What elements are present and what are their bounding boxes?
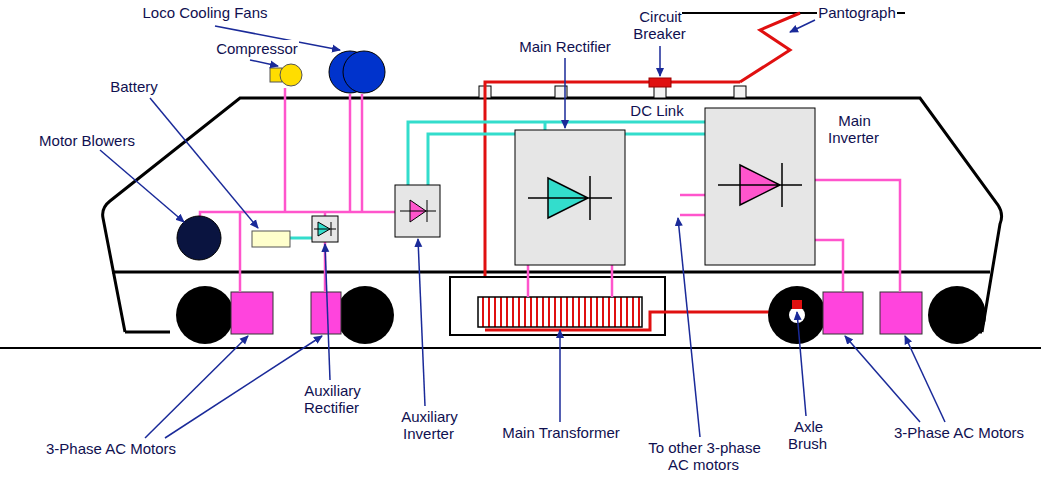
part-label-box: To other 3-phase AC motors: [640, 439, 768, 473]
cooling-fan: [343, 51, 385, 93]
part-label: To other 3-phase AC motors: [647, 439, 761, 473]
main-inverter: [705, 108, 815, 265]
part-label-box: DC Link: [625, 102, 689, 119]
wheel: [176, 286, 234, 344]
part-label-box: Main Rectifier: [510, 38, 620, 55]
wheel: [928, 286, 986, 344]
auxiliary-inverter: [395, 185, 440, 237]
wheel: [336, 286, 394, 344]
part-label-box: Motor Blowers: [32, 132, 142, 149]
part-label: Loco Cooling Fans: [141, 4, 268, 21]
part-label: Auxiliary Inverter: [400, 408, 458, 442]
return-wire: [485, 300, 797, 330]
part-label-box: Loco Cooling Fans: [135, 4, 275, 21]
compressor: [280, 64, 302, 86]
part-label-box: Pantograph: [812, 4, 902, 21]
part-label-box: 3-Phase AC Motors: [884, 424, 1034, 441]
battery: [252, 231, 290, 247]
part-label-box: Main Inverter: [820, 112, 888, 146]
traction-motor: [880, 292, 922, 334]
part-label: 3-Phase AC Motors: [45, 440, 177, 457]
part-label-box: Axle Brush: [780, 418, 836, 452]
insulator: [654, 86, 666, 98]
traction-motor: [823, 292, 863, 334]
part-label-box: Battery: [104, 78, 164, 95]
body-skirt: [125, 331, 170, 334]
circuit-breaker: [649, 78, 671, 87]
diode-symbol: [528, 176, 612, 220]
battery-wire: [290, 237, 315, 240]
axle-brush: [792, 300, 802, 309]
inverter-symbol: [718, 163, 802, 207]
part-label: Main Rectifier: [518, 38, 612, 55]
part-label-box: Compressor: [212, 40, 302, 57]
part-label: Auxiliary Rectifier: [303, 382, 361, 416]
leader-line: [100, 20, 945, 438]
inverter-symbol: [400, 200, 436, 222]
traction-motor: [311, 292, 341, 334]
diode-symbol: [314, 222, 336, 236]
part-label: Main Inverter: [828, 112, 880, 146]
part-label-box: Auxiliary Rectifier: [292, 382, 372, 416]
frame: [112, 271, 990, 274]
part-label: Axle Brush: [788, 418, 828, 452]
traction-motor: [231, 292, 273, 334]
part-label: Battery: [109, 78, 159, 95]
main-rectifier: [515, 130, 625, 265]
part-label-box: 3-Phase AC Motors: [36, 440, 186, 457]
insulator: [734, 86, 746, 98]
pantograph: [740, 13, 800, 82]
motor-blower: [177, 216, 221, 260]
auxiliary-rectifier: [312, 216, 338, 242]
rail: [0, 347, 1041, 349]
part-label: Circuit Breaker: [633, 8, 687, 42]
part-label-box: Auxiliary Inverter: [390, 408, 468, 442]
part-label: DC Link: [629, 102, 684, 119]
part-label: Pantograph: [817, 4, 897, 21]
part-label: 3-Phase AC Motors: [893, 424, 1025, 441]
ac-wiring: [200, 88, 900, 297]
part-label: Compressor: [215, 40, 299, 57]
dc-link: [544, 122, 547, 130]
part-label: Motor Blowers: [38, 132, 136, 149]
part-label-box: Circuit Breaker: [624, 8, 696, 42]
part-label: Main Transformer: [501, 424, 621, 441]
main-transformer: [450, 277, 665, 335]
part-label-box: Main Transformer: [494, 424, 628, 441]
transformer-coil: [478, 297, 642, 327]
